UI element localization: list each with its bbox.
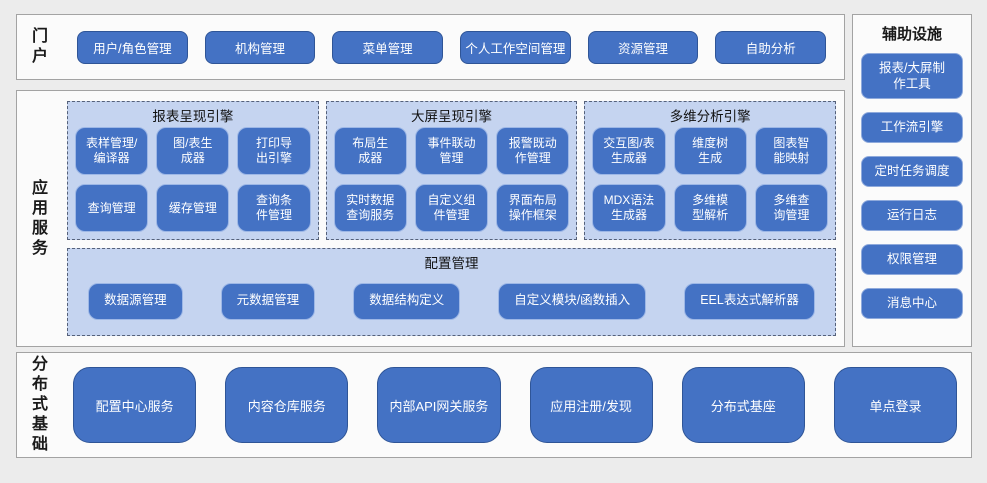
node-resource-mgmt: 资源管理 (587, 30, 699, 64)
node-event-linkage-mgmt: 事件联动 管理 (414, 127, 489, 175)
node-single-sign-on: 单点登录 (833, 367, 958, 443)
node-query-mgmt: 查询管理 (75, 184, 149, 232)
auxiliary-node-column: 报表/大屏制 作工具 工作流引擎 定时任务调度 运行日志 权限管理 消息中心 (861, 53, 963, 336)
node-template-mgmt-compiler: 表样管理/ 编译器 (75, 127, 149, 175)
node-realtime-data-query-service: 实时数据 查询服务 (333, 184, 407, 232)
node-config-center-service: 配置中心服务 (73, 367, 197, 443)
node-user-role-mgmt: 用户/角色管理 (77, 30, 188, 64)
node-metadata-mgmt: 元数据管理 (220, 282, 316, 320)
app-services-section: 应用服务 报表呈现引擎 表样管理/ 编译器 图/表生 成器 打印导 出引擎 查询… (16, 90, 845, 347)
node-data-structure-definition: 数据结构定义 (353, 282, 461, 320)
auxiliary-facilities-title: 辅助设施 (881, 26, 942, 43)
node-internal-api-gateway-service: 内部API网关服务 (377, 367, 501, 443)
node-print-export-engine: 打印导 出引擎 (237, 127, 311, 175)
config-mgmt-panel: 配置管理 数据源管理 元数据管理 数据结构定义 自定义模块/函数插入 EEL表达… (67, 248, 836, 336)
olap-engine-panel: 多维分析引擎 交互图/表 生成器 维度树 生成 图表智 能映射 MDX语法 生成… (584, 101, 837, 240)
portal-section: 门户 用户/角色管理 机构管理 菜单管理 个人工作空间管理 资源管理 自助分析 (16, 14, 845, 80)
app-services-section-label: 应用服务 (31, 179, 48, 257)
node-chart-smart-mapping: 图表智 能映射 (754, 127, 829, 175)
olap-engine-title: 多维分析引擎 (669, 109, 751, 124)
node-org-mgmt: 机构管理 (204, 30, 316, 64)
node-eel-expression-parser: EEL表达式解析器 (684, 282, 815, 320)
node-run-log: 运行日志 (861, 200, 963, 231)
node-message-center: 消息中心 (861, 288, 963, 319)
node-query-condition-mgmt: 查询条 件管理 (237, 184, 311, 232)
node-scheduled-task-scheduler: 定时任务调度 (861, 156, 963, 187)
node-workflow-engine: 工作流引擎 (861, 112, 963, 143)
node-multidim-query-mgmt: 多维查 询管理 (754, 184, 829, 232)
report-engine-grid: 表样管理/ 编译器 图/表生 成器 打印导 出引擎 查询管理 缓存管理 查询条 … (75, 127, 311, 232)
node-distributed-base: 分布式基座 (681, 367, 805, 443)
distributed-node-row: 配置中心服务 内容仓库服务 内部API网关服务 应用注册/发现 分布式基座 单点… (73, 367, 958, 443)
node-layout-generator: 布局生 成器 (333, 127, 407, 175)
node-dimension-tree-generation: 维度树 生成 (673, 127, 747, 175)
report-engine-panel: 报表呈现引擎 表样管理/ 编译器 图/表生 成器 打印导 出引擎 查询管理 缓存… (67, 101, 319, 240)
olap-engine-grid: 交互图/表 生成器 维度树 生成 图表智 能映射 MDX语法 生成器 多维模 型… (592, 127, 829, 232)
node-interactive-chart-generator: 交互图/表 生成器 (592, 127, 666, 175)
node-report-dashboard-authoring-tool: 报表/大屏制 作工具 (861, 53, 963, 99)
app-services-content: 报表呈现引擎 表样管理/ 编译器 图/表生 成器 打印导 出引擎 查询管理 缓存… (67, 101, 837, 336)
node-custom-component-mgmt: 自定义组 件管理 (414, 184, 489, 232)
node-menu-mgmt: 菜单管理 (332, 30, 444, 64)
engine-panels-row: 报表呈现引擎 表样管理/ 编译器 图/表生 成器 打印导 出引擎 查询管理 缓存… (67, 101, 837, 240)
portal-node-row: 用户/角色管理 机构管理 菜单管理 个人工作空间管理 资源管理 自助分析 (77, 30, 827, 64)
node-permission-mgmt: 权限管理 (861, 244, 963, 275)
node-app-registration-discovery: 应用注册/发现 (529, 367, 653, 443)
dashboard-engine-title: 大屏呈现引擎 (411, 109, 492, 124)
node-chart-table-generator: 图/表生 成器 (156, 127, 230, 175)
distributed-foundation-section: 分布式基础 配置中心服务 内容仓库服务 内部API网关服务 应用注册/发现 分布… (16, 352, 972, 458)
config-mgmt-title: 配置管理 (424, 256, 479, 271)
config-node-row: 数据源管理 元数据管理 数据结构定义 自定义模块/函数插入 EEL表达式解析器 (75, 274, 828, 328)
node-alarm-action-mgmt: 报警既动 作管理 (496, 127, 570, 175)
dashboard-engine-panel: 大屏呈现引擎 布局生 成器 事件联动 管理 报警既动 作管理 实时数据 查询服务… (325, 101, 578, 240)
node-personal-workspace-mgmt: 个人工作空间管理 (460, 30, 571, 64)
portal-section-label: 门户 (31, 28, 48, 65)
node-mdx-syntax-generator: MDX语法 生成器 (592, 184, 666, 232)
node-content-repository-service: 内容仓库服务 (225, 367, 349, 443)
report-engine-title: 报表呈现引擎 (152, 109, 234, 124)
distributed-foundation-label: 分布式基础 (31, 356, 48, 453)
node-custom-module-function-insert: 自定义模块/函数插入 (498, 282, 647, 320)
node-multidim-model-parsing: 多维模 型解析 (673, 184, 747, 232)
node-datasource-mgmt: 数据源管理 (88, 282, 183, 320)
node-ui-layout-framework: 界面布局 操作框架 (496, 184, 570, 232)
node-self-service-analysis: 自助分析 (715, 30, 827, 64)
dashboard-engine-grid: 布局生 成器 事件联动 管理 报警既动 作管理 实时数据 查询服务 自定义组 件… (333, 127, 570, 232)
node-cache-mgmt: 缓存管理 (156, 184, 230, 232)
auxiliary-facilities-section: 辅助设施 报表/大屏制 作工具 工作流引擎 定时任务调度 运行日志 权限管理 消… (852, 14, 972, 347)
